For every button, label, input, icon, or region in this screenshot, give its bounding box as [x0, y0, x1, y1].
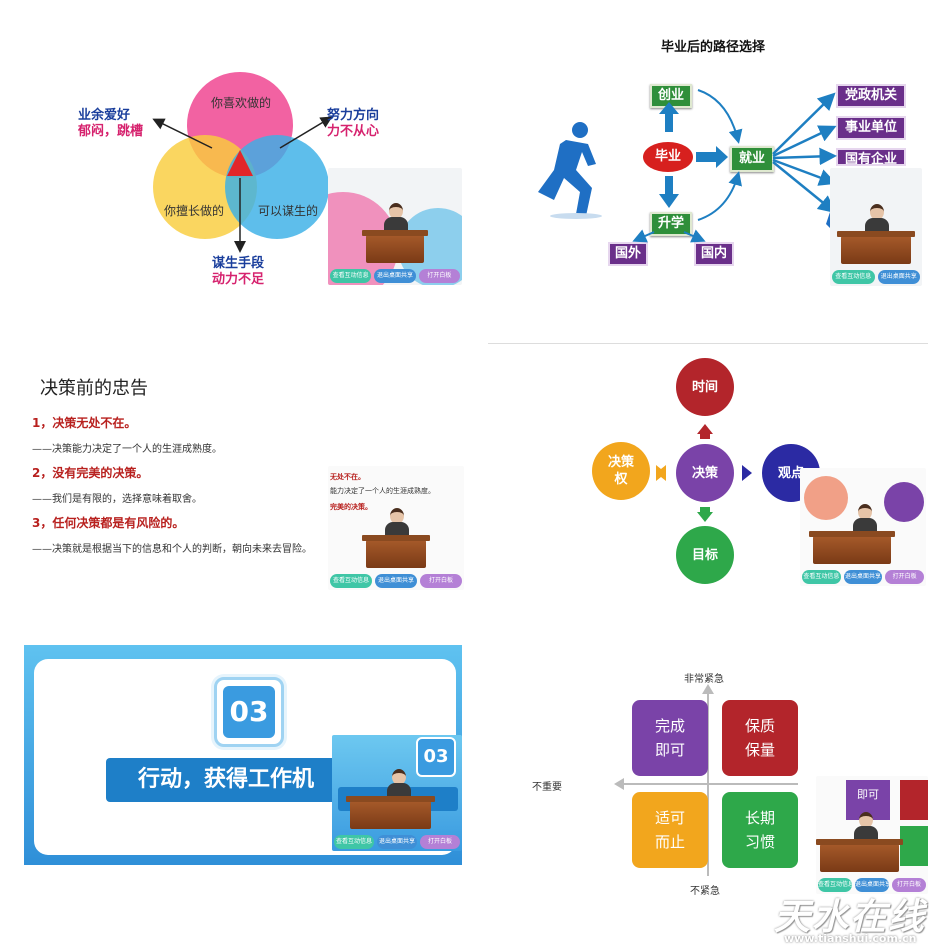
annot-effort-line2: 力不从心 — [327, 124, 380, 139]
number-badge: 03 — [214, 677, 284, 747]
btn-open-whiteboard[interactable]: 打开白板 — [420, 574, 462, 588]
advice-text-2: ——我们是有限的，选择意味着取舍。 — [32, 494, 202, 505]
node-dangzheng: 党政机关 — [836, 84, 906, 108]
slide-action: 03 行动，获得工作机 03 查看互动信息 退出桌面共享 打开白板 — [24, 645, 462, 865]
venn-label-like: 你喜欢做的 — [211, 96, 272, 110]
number-badge-inner: 03 — [223, 686, 275, 738]
decision-arrows — [656, 424, 752, 522]
axis-not-important: 不重要 — [532, 782, 562, 793]
podium — [362, 535, 430, 568]
podium — [837, 231, 915, 264]
watermark-logo-text: 天水在线 — [774, 897, 927, 938]
quadrant-quality: 保质 保量 — [722, 700, 798, 776]
node-guowai: 国外 — [608, 242, 648, 266]
speaker-overlay: 查看互动信息 退出桌面共享 打开白板 — [328, 168, 462, 285]
btn-open-whiteboard[interactable]: 打开白板 — [418, 269, 460, 283]
btn-exit-share[interactable]: 退出桌面共享 — [855, 878, 889, 892]
action-banner: 行动，获得工作机 — [106, 758, 336, 802]
speaker-figure — [864, 204, 889, 242]
annot-livelihood: 谋生手段 动力不足 — [212, 256, 264, 288]
node-guoqi: 国有企业 — [836, 148, 906, 166]
quadrant-moderate: 适可 而止 — [632, 792, 708, 868]
action-banner-text: 行动，获得工作机 — [138, 767, 315, 792]
node-guonei: 国内 — [694, 242, 734, 266]
node-shengxue: 升学 — [650, 212, 692, 236]
btn-view-interactive[interactable]: 查看互动信息 — [802, 570, 841, 584]
node-shiye: 事业单位 — [836, 116, 906, 140]
podium — [361, 230, 429, 263]
paths-arrows — [632, 89, 837, 243]
advice-title: 决策前的忠告 — [40, 378, 148, 399]
annot-hobby-line1: 业余爱好 — [78, 108, 131, 123]
btn-open-whiteboard[interactable]: 打开白板 — [420, 835, 460, 849]
podium — [816, 839, 904, 872]
watermark-url: www.tianshui.com.cn — [784, 932, 917, 945]
venn-arrows — [152, 116, 333, 253]
axis-urgent: 非常紧急 — [684, 674, 724, 685]
annot-livelihood-line2: 动力不足 — [212, 272, 265, 287]
advice-heading-2: 2，没有完美的决策。 — [32, 466, 149, 480]
advice-text-1: ——决策能力决定了一个人的生涯成熟度。 — [32, 444, 222, 455]
podium — [808, 531, 895, 564]
quadrant-finish: 完成 即可 — [632, 700, 708, 776]
advice-heading-1: 1，决策无处不在。 — [32, 416, 137, 430]
venn-circle-livelihood — [225, 135, 329, 239]
btn-exit-share[interactable]: 退出桌面共享 — [843, 570, 883, 584]
btn-exit-share[interactable]: 退出桌面共享 — [877, 270, 920, 284]
node-time: 时间 — [676, 358, 734, 416]
btn-view-interactive[interactable]: 查看互动信息 — [334, 835, 374, 849]
annot-effort: 努力方向 力不从心 — [327, 108, 379, 140]
btn-view-interactive[interactable]: 查看互动信息 — [832, 270, 875, 284]
axis-not-urgent: 不紧急 — [690, 886, 720, 897]
node-decision-center: 决策 — [676, 444, 734, 502]
annot-livelihood-line1: 谋生手段 — [212, 256, 265, 271]
advice-text-3: ——决策就是根据当下的信息和个人的判断，朝向未来去冒险。 — [32, 544, 312, 555]
venn-center-icon — [227, 150, 253, 176]
divider — [488, 343, 928, 344]
venn-label-livelihood: 可以谋生的 — [258, 204, 319, 218]
btn-view-interactive[interactable]: 查看互动信息 — [818, 878, 852, 892]
venn-label-good-at: 你擅长做的 — [164, 204, 225, 218]
btn-open-whiteboard[interactable]: 打开白板 — [892, 878, 926, 892]
speaker-overlay: 无处不在。 能力决定了一个人的生涯成熟度。 完美的决策。 查看互动信息 退出桌面… — [328, 466, 464, 590]
btn-exit-share[interactable]: 退出桌面共享 — [374, 269, 416, 283]
watermark-logo: 天水在线 www.tianshui.com.cn — [770, 888, 948, 948]
node-decision-right: 决策 权 — [592, 442, 650, 500]
annot-effort-line1: 努力方向 — [327, 108, 380, 123]
speaker-overlay: 查看互动信息 退出桌面共享 打开白板 — [800, 468, 926, 586]
podium — [346, 796, 435, 829]
annot-hobby-line2: 郁闷，跳槽 — [78, 124, 144, 139]
annot-hobby: 业余爱好 郁闷，跳槽 — [78, 108, 143, 140]
speaker-overlay: 03 查看互动信息 退出桌面共享 打开白板 — [332, 735, 462, 851]
slide-paths: 毕业后的路径选择 毕业 创业 就业 升学 国外 国内 党政机关 事业单位 国有企… — [488, 30, 928, 290]
btn-exit-share[interactable]: 退出桌面共享 — [375, 574, 417, 588]
btn-open-whiteboard[interactable]: 打开白板 — [885, 570, 925, 584]
node-goal: 目标 — [676, 526, 734, 584]
speaker-overlay: 即可 查看互动信息 退出桌面共享 打开白板 — [816, 776, 928, 894]
slide-matrix: 非常紧急 不紧急 不重要 完成 即可 保质 保量 适可 而止 长期 习惯 即可 … — [488, 660, 928, 900]
slide-advice: 决策前的忠告 1，决策无处不在。 ——决策能力决定了一个人的生涯成熟度。 2，没… — [28, 360, 464, 592]
btn-view-interactive[interactable]: 查看互动信息 — [330, 269, 372, 283]
btn-exit-share[interactable]: 退出桌面共享 — [377, 835, 417, 849]
btn-view-interactive[interactable]: 查看互动信息 — [330, 574, 372, 588]
advice-heading-3: 3，任何决策都是有风险的。 — [32, 516, 185, 530]
slide-decision: 决策 时间 决策 权 观点 目标 查看互动信息 退出桌面共享 打开白板 — [490, 350, 926, 590]
slide-venn: 你喜欢做的 你擅长做的 可以谋生的 业余爱好 郁闷，跳槽 努力方向 力不从心 谋… — [30, 60, 462, 295]
matrix-axes — [614, 684, 798, 876]
paths-title: 毕业后的路径选择 — [661, 40, 766, 55]
node-graduate: 毕业 — [643, 142, 693, 172]
quadrant-habit: 长期 习惯 — [722, 792, 798, 868]
speaker-overlay: 查看互动信息 退出桌面共享 — [830, 168, 922, 286]
node-jiuye: 就业 — [730, 146, 774, 172]
runner-icon — [538, 122, 602, 219]
